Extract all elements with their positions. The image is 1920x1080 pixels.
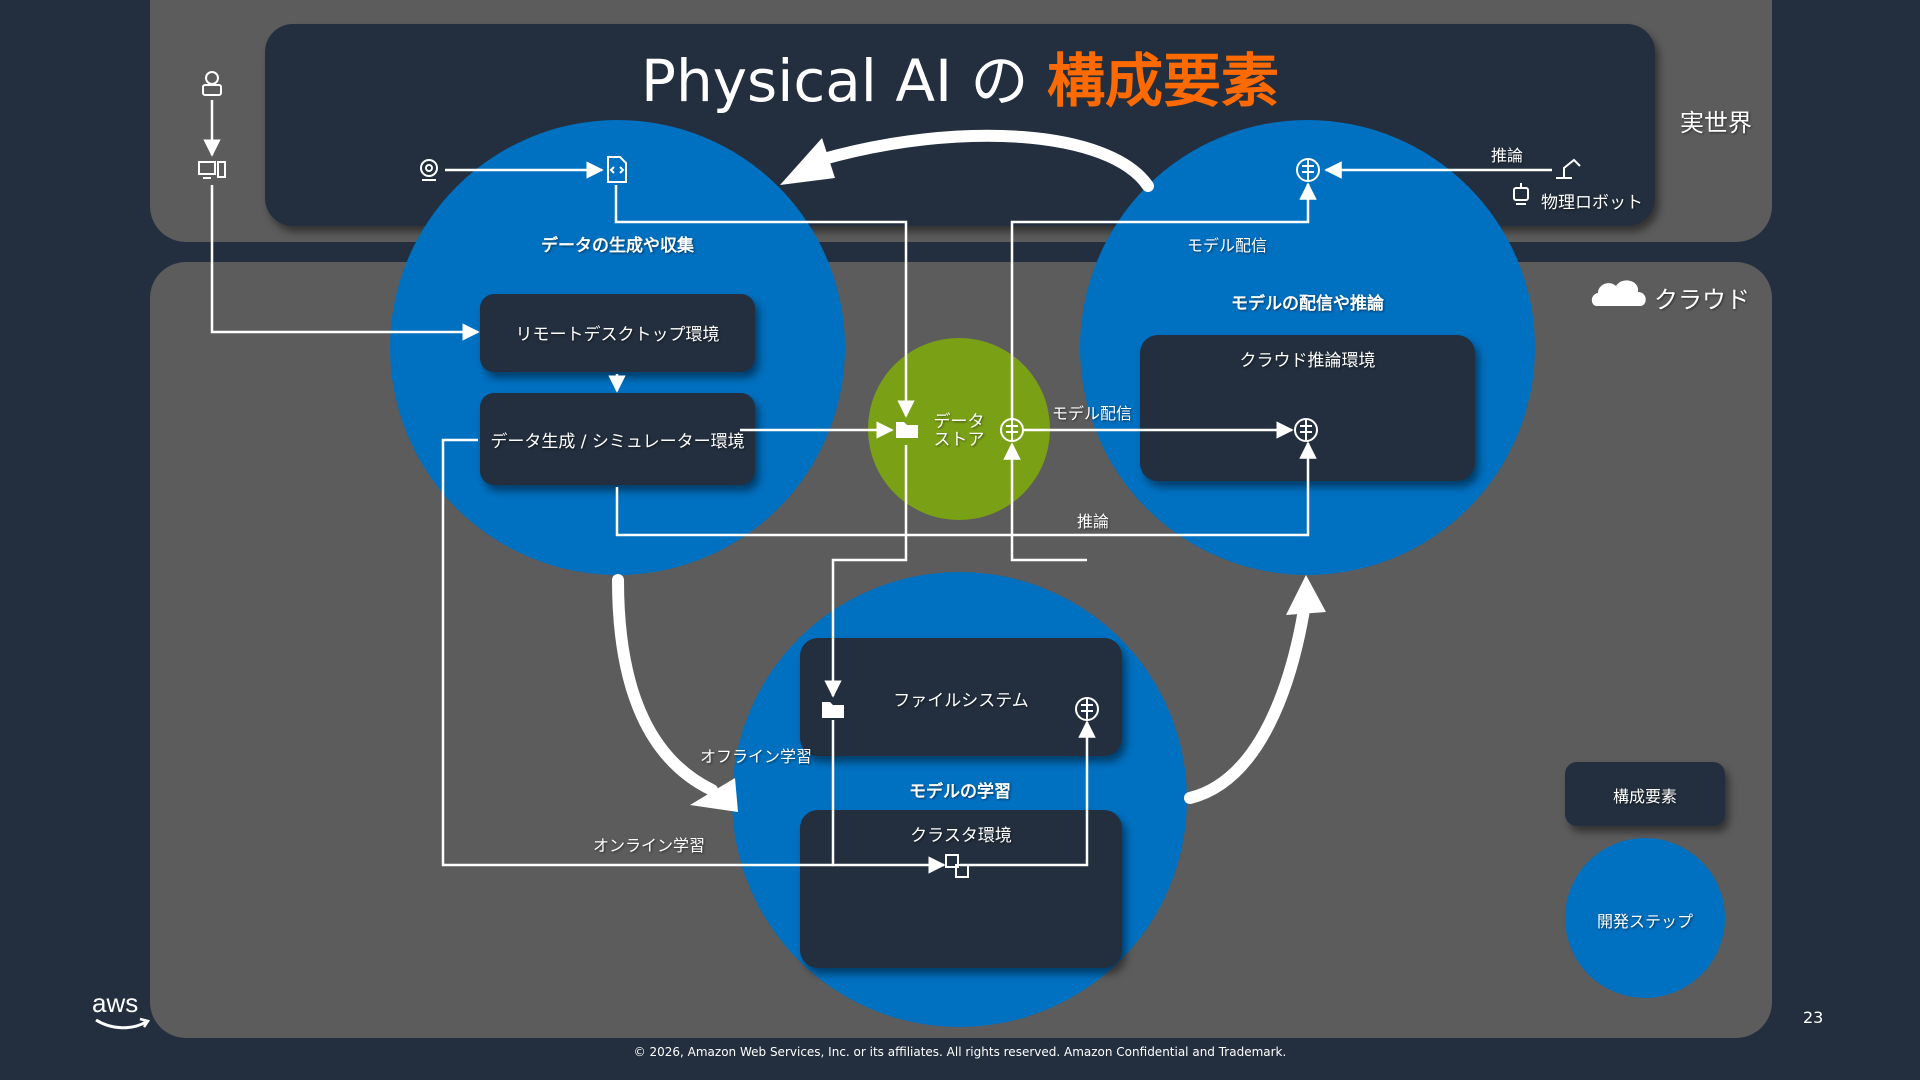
- edge-computer-remote-desktop: [210, 185, 480, 341]
- physical-robot-label: 物理ロボット: [1541, 193, 1643, 213]
- page-number: 23: [1803, 1008, 1824, 1027]
- operator-icon: [202, 71, 222, 96]
- cloud-icon: [1591, 280, 1646, 306]
- remote-desktop-box: [480, 294, 755, 372]
- file-system-box: [800, 638, 1122, 756]
- cloud-inference-label: クラウド推論環境: [1239, 351, 1376, 371]
- real-world-label: 実世界: [1680, 109, 1752, 137]
- datastore-label-line1: データ: [933, 412, 985, 432]
- edge-code-datastore: [614, 185, 915, 418]
- cluster-icon: [945, 854, 969, 878]
- edge-label-model-delivery-mid: モデル配信: [1052, 404, 1133, 423]
- page-title: Physical AI の 構成要素: [265, 44, 1655, 118]
- step-title-collect: データの生成や収集: [541, 236, 694, 256]
- legend-step-circle: [1565, 838, 1725, 998]
- brain-icon: [1294, 418, 1318, 442]
- edge-datastore-edge-model: [1010, 182, 1317, 420]
- arrowhead-deploy-collect: [780, 138, 835, 185]
- step-title-train: モデルの学習: [909, 782, 1011, 802]
- arrowhead-train-deploy: [1286, 575, 1326, 615]
- step-title-deploy: モデルの配信や推論: [1231, 294, 1384, 314]
- brain-icon: [1296, 158, 1320, 182]
- robot-arm-icon: [1556, 158, 1581, 179]
- arrowhead-collect-train: [690, 778, 738, 812]
- code-file-icon: [607, 156, 627, 183]
- edge-label-online-learning: オンライン学習: [593, 836, 706, 855]
- simulator-box: [480, 393, 755, 485]
- simulator-label: データ生成 / シミュレーター環境: [490, 432, 745, 452]
- copyright: © 2026, Amazon Web Services, Inc. or its…: [633, 1045, 1287, 1059]
- cloud-label: クラウド: [1654, 286, 1750, 314]
- aws-smile: [95, 1017, 151, 1030]
- title-highlight: 構成要素: [1047, 47, 1280, 115]
- edge-train-to-deploy: [1184, 604, 1310, 804]
- edge-label-offline-learning: オフライン学習: [700, 747, 813, 766]
- brain-icon: [1000, 418, 1024, 442]
- brain-icon: [1075, 697, 1099, 721]
- title-prefix: Physical AI の: [640, 47, 1047, 115]
- cluster-label: クラスタ環境: [910, 826, 1012, 846]
- file-system-label: ファイルシステム: [893, 691, 1029, 711]
- edge-label-inference-top: 推論: [1491, 146, 1524, 165]
- datastore-label-line2: ストア: [933, 430, 985, 450]
- folder-icon: [896, 422, 918, 438]
- edge-label-model-delivery-top: モデル配信: [1187, 236, 1268, 255]
- edge-model-datastore: [1003, 442, 1087, 562]
- edge-collect-to-train: [612, 574, 718, 796]
- aws-logo: aws: [92, 990, 152, 1034]
- camera-icon: [420, 159, 438, 181]
- legend-component-box: [1565, 762, 1725, 826]
- edge-datastore-filesystem: [824, 445, 908, 698]
- edge-online-learning: [441, 438, 833, 867]
- edge-deploy-to-collect: [814, 129, 1154, 192]
- edge-simulator-inference: [615, 441, 1317, 537]
- aws-logo-text: aws: [92, 988, 139, 1018]
- remote-desktop-label: リモートデスクトップ環境: [515, 325, 720, 345]
- edge-cluster-model: [960, 720, 1096, 867]
- cluster-box: [800, 810, 1122, 968]
- computer-icon: [198, 161, 226, 179]
- edge-label-inference-mid: 推論: [1077, 512, 1110, 531]
- robot-icon: [1513, 183, 1529, 205]
- folder-icon: [822, 702, 844, 718]
- legend-component-label: 構成要素: [1612, 787, 1677, 806]
- legend-step-label: 開発ステップ: [1596, 912, 1693, 931]
